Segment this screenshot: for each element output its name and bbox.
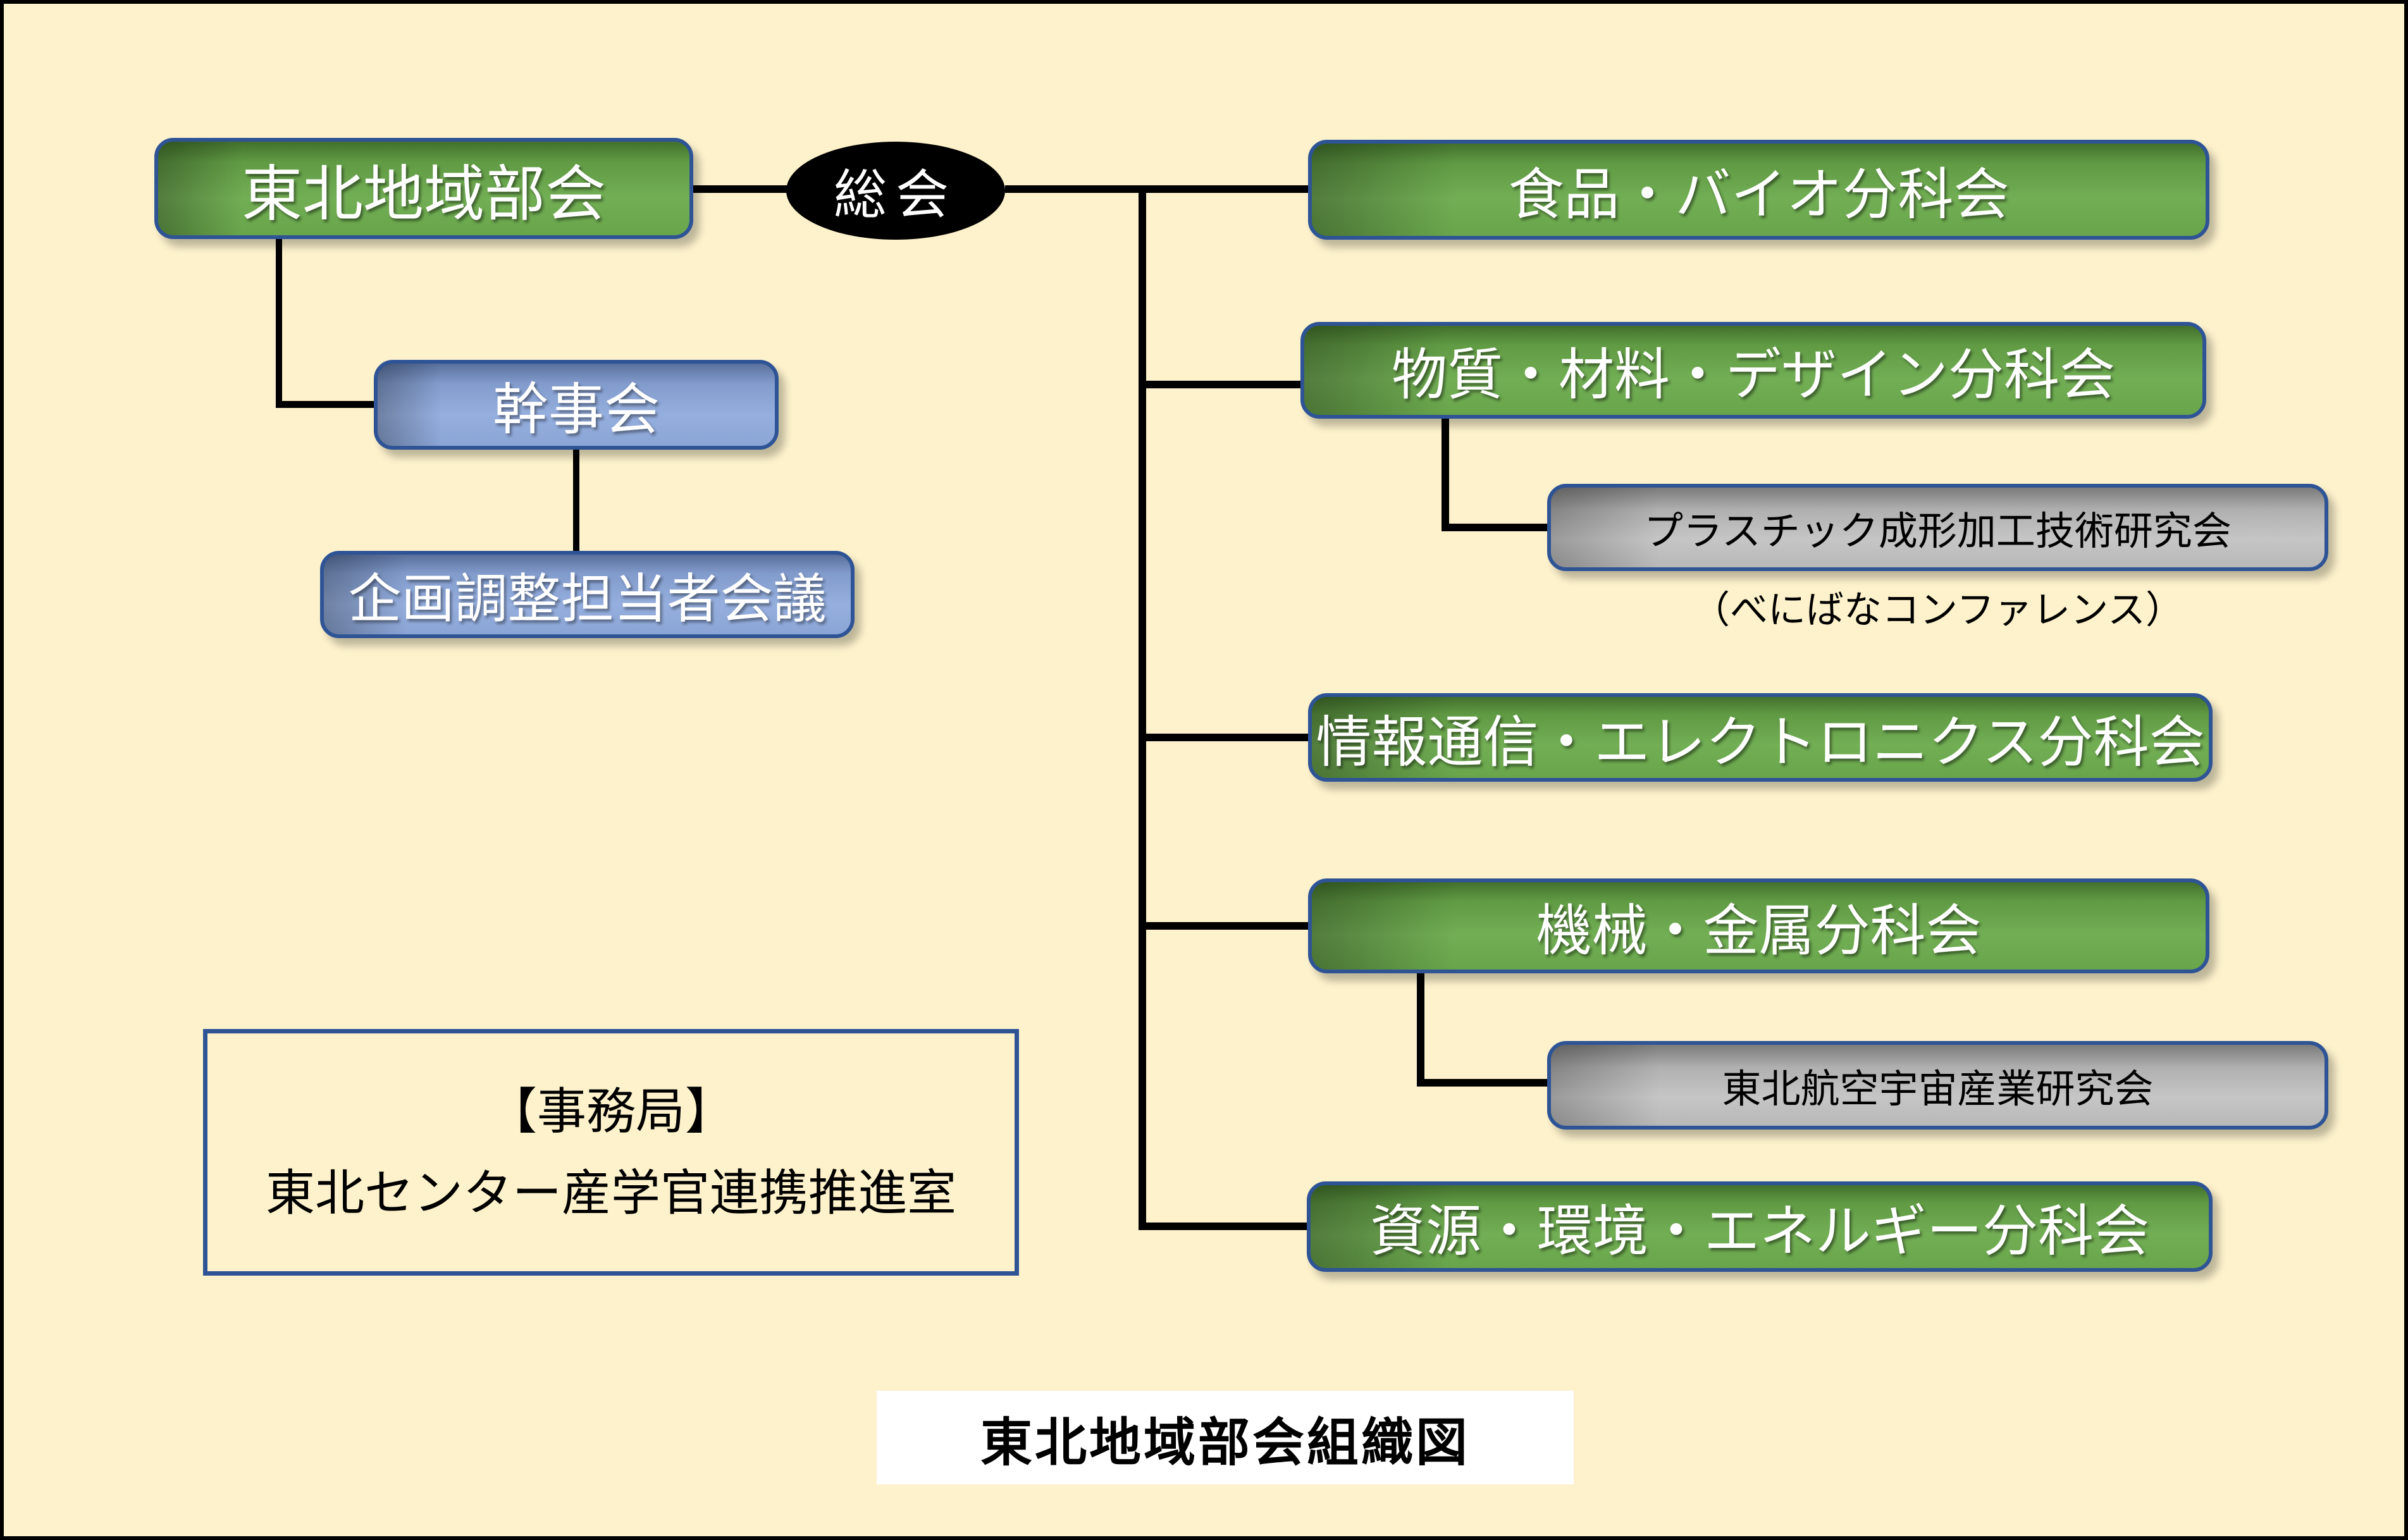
node-label: 物質・材料・デザイン分科会 (1391, 343, 2115, 406)
node-plastic-molding-study-group: プラスチック成形加工技術研究会 (1547, 484, 2328, 571)
connector-machinery-drop (1417, 973, 1424, 1087)
node-label: 総会 (833, 165, 958, 225)
node-label: 東北航空宇宙産業研究会 (1722, 1068, 2154, 1111)
connector-trunk (1139, 185, 1146, 1230)
node-general-assembly-ellipse: 総会 (786, 142, 1005, 240)
node-materials-design-subcommittee: 物質・材料・デザイン分科会 (1300, 322, 2206, 419)
connector-root-drop (276, 239, 282, 407)
connector-branch-machinery (1139, 922, 1308, 930)
connector-to-plastic-group (1442, 524, 1547, 531)
node-resources-energy-subcommittee: 資源・環境・エネルギー分科会 (1307, 1181, 2213, 1272)
secretariat-office-heading: 【事務局】 (487, 1083, 734, 1140)
connector-to-steering-committee (276, 401, 374, 408)
node-steering-committee: 幹事会 (374, 360, 779, 450)
plastic-study-group-note: （べにばなコンファレンス） (1692, 589, 2183, 631)
connector-branch-resources (1139, 1223, 1307, 1230)
node-label: 東北地域部会 (242, 160, 606, 228)
diagram-title: 東北地域部会組織図 (877, 1391, 1574, 1484)
connector-to-aerospace-group (1417, 1079, 1547, 1087)
connector-materials-drop (1442, 419, 1449, 531)
node-infocom-electronics-subcommittee: 情報通信・エレクトロニクス分科会 (1308, 693, 2213, 782)
node-label: 機械・金属分科会 (1536, 899, 1982, 962)
connector-branch-materials (1139, 381, 1300, 388)
node-label: 企画調整担当者会議 (348, 569, 827, 629)
connector-assembly-to-trunk (1005, 185, 1308, 193)
node-tohoku-regional-subcommittee: 東北地域部会 (154, 138, 693, 239)
connector-root-to-assembly (693, 185, 788, 193)
node-machinery-metal-subcommittee: 機械・金属分科会 (1308, 878, 2209, 973)
connector-branch-infocom (1139, 734, 1308, 741)
node-label: 情報通信・エレクトロニクス分科会 (1316, 710, 2205, 773)
node-label: プラスチック成形加工技術研究会 (1644, 510, 2232, 553)
node-label: 幹事会 (492, 378, 660, 441)
secretariat-office-name: 東北センター産学官連携推進室 (265, 1165, 956, 1221)
connector-to-planning-meeting (573, 450, 579, 551)
node-planning-coordination-meeting: 企画調整担当者会議 (320, 551, 855, 638)
node-food-bio-subcommittee: 食品・バイオ分科会 (1308, 140, 2209, 240)
diagram-title-text: 東北地域部会組織図 (980, 1414, 1470, 1472)
node-label: 食品・バイオ分科会 (1508, 163, 2010, 226)
node-aerospace-industry-study-group: 東北航空宇宙産業研究会 (1547, 1041, 2328, 1130)
secretariat-office-box: 【事務局】 東北センター産学官連携推進室 (203, 1029, 1019, 1276)
node-label: 資源・環境・エネルギー分科会 (1369, 1200, 2149, 1262)
